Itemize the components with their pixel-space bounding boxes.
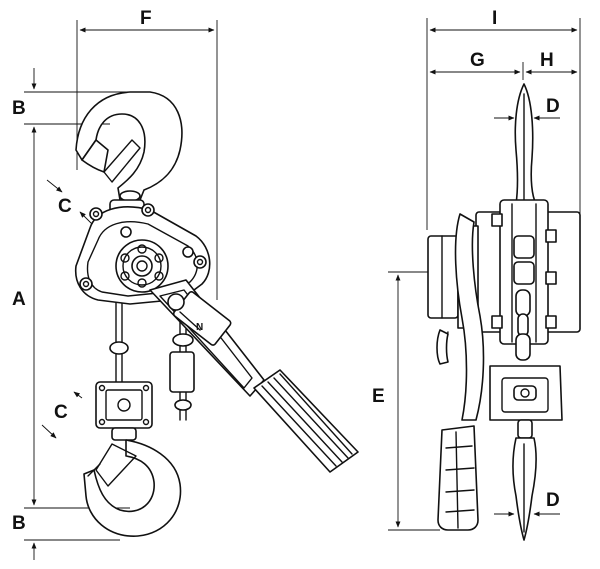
lever-mark-n: N bbox=[196, 322, 203, 333]
label-d-top: D bbox=[546, 96, 560, 117]
dimension-e: E bbox=[372, 274, 401, 528]
dimension-c-bottom: C bbox=[41, 391, 83, 439]
bottom-hook bbox=[83, 439, 182, 537]
bottom-hook-block bbox=[95, 381, 153, 441]
top-hook bbox=[75, 91, 183, 215]
label-c-bottom: C bbox=[54, 402, 68, 423]
dimension-c-top: C bbox=[46, 179, 93, 225]
front-view: F A B B C C bbox=[12, 8, 359, 560]
label-c-top: C bbox=[58, 196, 72, 217]
dimension-i: I bbox=[429, 8, 578, 33]
lever-handle: N bbox=[149, 279, 359, 473]
dimension-f: F bbox=[79, 8, 215, 33]
side-lever bbox=[436, 213, 485, 531]
dimension-d-bottom: D bbox=[494, 490, 560, 517]
side-extension-lines bbox=[388, 18, 581, 531]
label-h: H bbox=[540, 50, 554, 71]
side-bottom-hook bbox=[512, 437, 537, 541]
label-i: I bbox=[492, 8, 497, 29]
label-g: G bbox=[470, 50, 485, 71]
dimension-b-top: B bbox=[12, 68, 37, 119]
side-top-hook bbox=[514, 83, 537, 205]
side-body bbox=[427, 199, 581, 345]
side-view: I G H E D D bbox=[372, 8, 581, 541]
label-f: F bbox=[140, 8, 152, 29]
label-e: E bbox=[372, 386, 385, 407]
label-b-bottom: B bbox=[12, 513, 26, 534]
label-d-bottom: D bbox=[546, 490, 560, 511]
side-bottom-block bbox=[489, 365, 563, 439]
dimension-a: A bbox=[12, 126, 37, 506]
front-chain bbox=[109, 299, 195, 421]
hoist-body bbox=[74, 203, 211, 305]
dimension-h: H bbox=[525, 50, 578, 75]
label-b-top: B bbox=[12, 98, 26, 119]
dimension-g: G bbox=[429, 50, 521, 75]
label-a: A bbox=[12, 289, 26, 310]
dimension-d-top: D bbox=[494, 96, 560, 121]
dimension-b-bottom: B bbox=[12, 513, 37, 560]
